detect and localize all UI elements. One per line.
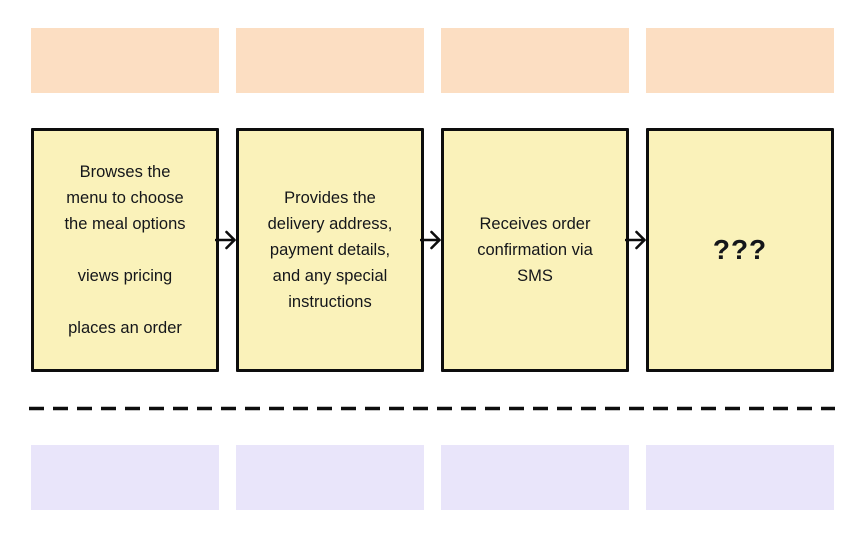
- journey-step-card[interactable]: ???: [646, 128, 834, 372]
- note-band[interactable]: [31, 445, 219, 510]
- step-text-line: places an order: [68, 319, 182, 337]
- step-text-line: instructions: [288, 293, 372, 311]
- step-text-line: delivery address,: [267, 215, 393, 233]
- step-text-line: menu to choose: [66, 189, 184, 207]
- step-paragraph: Provides the delivery address, payment d…: [268, 185, 393, 315]
- step-paragraph: views pricing: [78, 263, 172, 289]
- phase-band[interactable]: [646, 28, 834, 93]
- step-text-line: confirmation via: [477, 241, 593, 259]
- step-paragraph: Receives order confirmation via SMS: [477, 211, 593, 289]
- arrow-right-icon: [625, 230, 646, 250]
- step-paragraph: Browses the menu to choose the meal opti…: [64, 159, 185, 237]
- step-text-line: payment details,: [269, 241, 391, 259]
- step-text-line: ???: [712, 234, 768, 265]
- step-text-line: Receives order: [479, 215, 591, 233]
- journey-step-card[interactable]: Receives order confirmation via SMS: [441, 128, 629, 372]
- step-text-line: SMS: [517, 267, 553, 285]
- note-band[interactable]: [441, 445, 629, 510]
- phase-band[interactable]: [236, 28, 424, 93]
- journey-step-card[interactable]: Browses the menu to choose the meal opti…: [31, 128, 219, 372]
- step-paragraph: ???: [713, 236, 767, 264]
- journey-step-card[interactable]: Provides the delivery address, payment d…: [236, 128, 424, 372]
- step-text-line: Browses the: [79, 163, 171, 181]
- note-band[interactable]: [646, 445, 834, 510]
- phase-band[interactable]: [31, 28, 219, 93]
- arrow-right-icon: [215, 230, 236, 250]
- step-text-line: and any special: [272, 267, 388, 285]
- step-text-line: the meal options: [64, 215, 186, 233]
- arrow-right-icon: [420, 230, 441, 250]
- dashed-divider: [29, 406, 835, 411]
- step-text-line: views pricing: [77, 267, 173, 285]
- note-band[interactable]: [236, 445, 424, 510]
- step-text-line: Provides the: [284, 189, 376, 207]
- phase-band[interactable]: [441, 28, 629, 93]
- step-paragraph: places an order: [68, 315, 182, 341]
